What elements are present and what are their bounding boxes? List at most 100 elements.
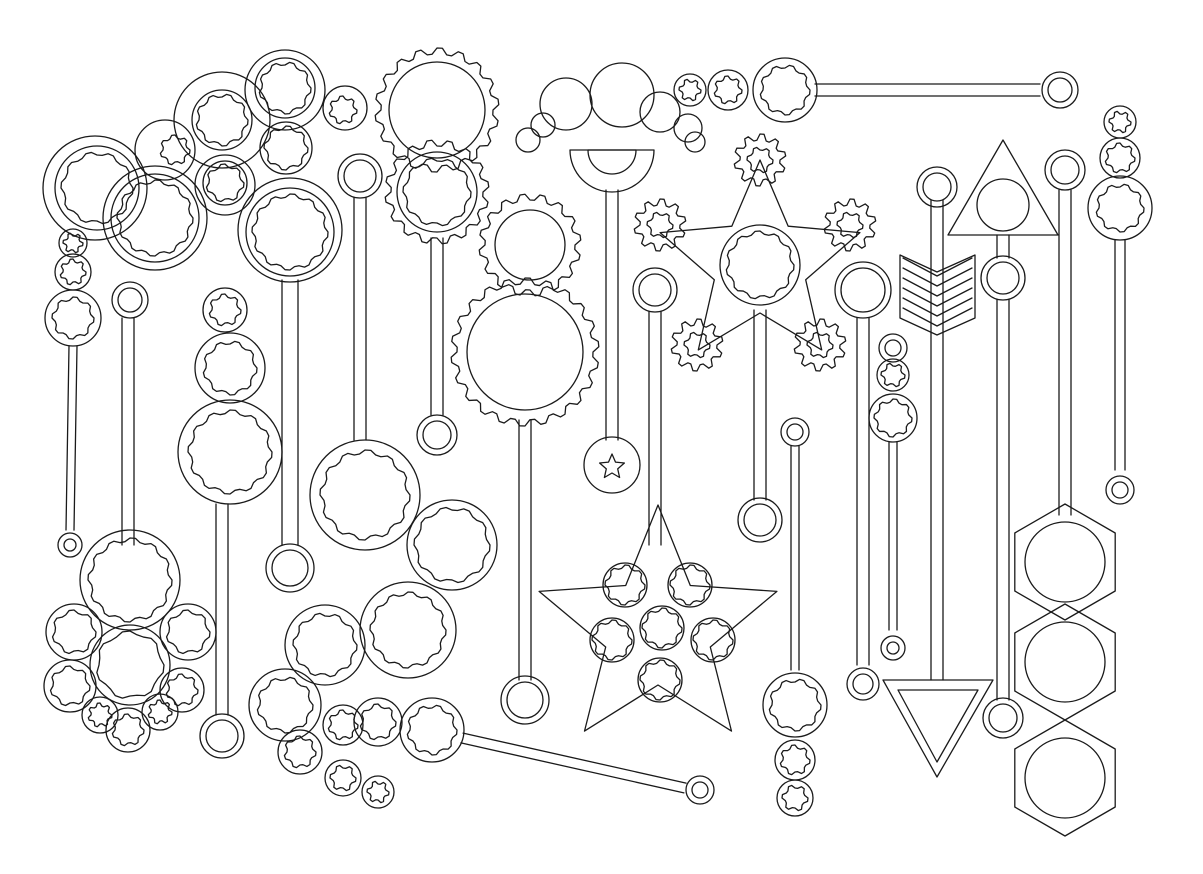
star-frame — [659, 159, 861, 351]
hexagon-chain-stick-right — [1014, 105, 1153, 837]
bottom-star-with-gears-stick — [538, 267, 828, 817]
dot-2-gear — [713, 75, 743, 105]
hex-top-loop — [1044, 149, 1086, 191]
double-gear-handle-inner — [422, 420, 452, 450]
hex-circle — [1024, 737, 1106, 819]
bottom-chain-3-gear — [781, 784, 809, 812]
chain2-handle — [199, 713, 245, 759]
cluster-outline — [134, 119, 196, 181]
snake-stick-edge-b — [462, 732, 687, 784]
bottom-star-top-loop-inner — [638, 273, 672, 307]
big-cogwheel-pair-stick-center — [309, 193, 600, 725]
gear-disc-a-teeth — [319, 449, 411, 541]
top-cog-outer — [374, 47, 500, 173]
small-loop-right — [780, 417, 810, 447]
star-node-cog — [793, 318, 847, 372]
top-cog-inner — [388, 61, 486, 159]
star-node-gear — [683, 331, 711, 359]
bottom-star-gear-frame — [589, 617, 635, 663]
mid-cog-outer — [384, 139, 490, 245]
double-gear-stick-top-center — [337, 47, 500, 456]
bottom-star-gear — [641, 607, 683, 649]
hex-circle — [1024, 621, 1106, 703]
mid-gear-frame — [396, 151, 478, 233]
bottom-star-gear-frame — [690, 617, 736, 663]
hex-top-loop-inner — [1050, 155, 1080, 185]
chain-gear-small — [62, 232, 84, 254]
flower-petal — [81, 696, 119, 734]
snake-gear-7-teeth — [406, 704, 458, 756]
snake-gear-4-teeth — [283, 735, 317, 769]
bottom-chain-1 — [762, 672, 828, 738]
bottom-chain-2-gear — [779, 744, 811, 776]
flower-petal — [141, 693, 179, 731]
snake-gear-9-teeth — [366, 780, 390, 804]
chain2-gear-top — [208, 293, 242, 327]
triangle-handle — [982, 697, 1024, 739]
chain2-link-top — [202, 287, 248, 333]
chain2-gear-mid — [202, 340, 258, 396]
star-with-gears-stick — [633, 133, 877, 543]
gear-disc-b-teeth — [413, 506, 491, 584]
bottom-star-gear-frame — [602, 562, 648, 608]
gear-e-frame — [259, 121, 313, 175]
star-node-gear — [806, 331, 834, 359]
star-node-gear — [646, 211, 674, 239]
gear-a-frame — [54, 145, 140, 231]
bump-circle — [515, 127, 541, 153]
chain-link-large — [44, 289, 102, 347]
star-center — [719, 224, 801, 306]
gear-a-teeth — [60, 151, 134, 225]
triangle-handle-inner — [988, 703, 1018, 733]
upper-stick-loop — [337, 153, 383, 199]
cog-big-outer — [450, 277, 600, 427]
arrow-side-gear-b — [868, 393, 918, 443]
gear-c-frame — [191, 89, 253, 151]
triangle-arrow-stick — [947, 139, 1059, 739]
snake-gear-1 — [284, 604, 366, 686]
gear-f-teeth — [205, 163, 245, 203]
gear-d-teeth — [258, 61, 312, 115]
gear-d-frame — [254, 57, 316, 119]
flower-petal-gear — [165, 609, 211, 655]
bottom-star-gear — [639, 659, 681, 701]
flower-petal — [89, 624, 171, 706]
mid-ring — [834, 261, 892, 319]
flower-petal — [43, 659, 97, 713]
snake-gear-3 — [248, 668, 322, 742]
arrow-top-loop-inner — [922, 172, 952, 202]
gear-chain-stick-left — [44, 228, 102, 558]
arrow-side-gear-a-teeth — [880, 362, 906, 388]
gear-c-teeth — [195, 93, 249, 147]
hex-circle — [1024, 521, 1106, 603]
right-chain-1-gear — [1108, 110, 1132, 134]
mid-ring-handle — [846, 667, 880, 701]
snake-gear-9 — [361, 775, 395, 809]
cluster-handle — [265, 543, 315, 593]
snake-gear-5-teeth — [327, 709, 359, 741]
star-node-cog — [670, 318, 724, 372]
dot-3 — [752, 57, 818, 123]
flower-top-gear — [87, 537, 173, 623]
bottom-star-gear-frame — [667, 562, 713, 608]
gear-disc-b — [406, 499, 498, 591]
flower-top-frame — [79, 529, 181, 631]
flower-petal-gear — [165, 673, 199, 707]
gear-flower-bottom-left — [43, 529, 217, 753]
dot-chain-handle-inner — [1047, 77, 1073, 103]
cog-handle-inner — [506, 681, 544, 719]
cluster-outline — [42, 135, 148, 241]
gear-e-teeth — [263, 125, 309, 171]
snake-gear-3-teeth — [256, 676, 314, 734]
gear-chain-stick-center-left — [111, 281, 283, 759]
cluster-handle-inner — [271, 549, 309, 587]
flower-petal-gear — [147, 699, 173, 725]
small-loop-right-inner — [786, 423, 804, 441]
smile-arc-outer — [569, 149, 655, 193]
dot-chain-handle — [1041, 71, 1079, 109]
hex-frame — [1014, 603, 1116, 721]
flower-petal-gear — [111, 713, 145, 747]
triangle-mid-loop-inner — [986, 261, 1020, 295]
